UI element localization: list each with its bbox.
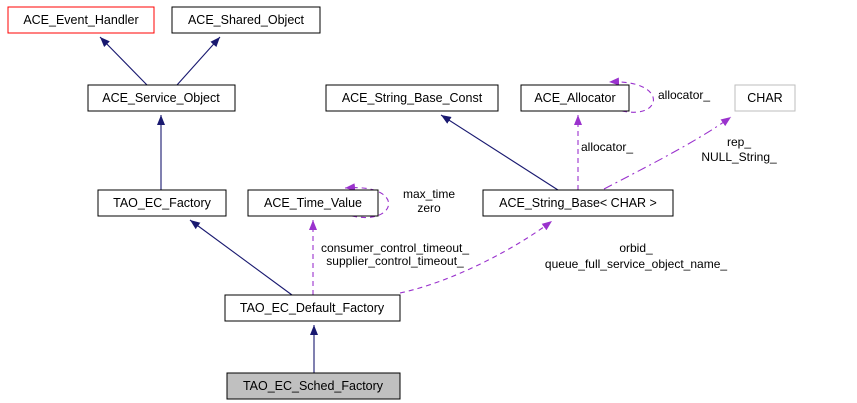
node-tao-ec-sched-factory-box[interactable] bbox=[226, 372, 401, 400]
edge-label-rep-line2: NULL_String_ bbox=[701, 150, 777, 164]
node-ace-time-value[interactable]: ACE_Time_Value bbox=[247, 189, 379, 217]
node-ace-shared-object[interactable]: ACE_Shared_Object bbox=[171, 6, 321, 34]
edge-service-object-to-shared-object bbox=[176, 36, 221, 86]
node-tao-ec-factory-label: TAO_EC_Factory bbox=[113, 196, 211, 210]
node-ace-allocator-box[interactable] bbox=[520, 84, 630, 112]
node-ace-string-base-const[interactable]: ACE_String_Base_Const bbox=[325, 84, 499, 112]
node-ace-string-base-const-box[interactable] bbox=[325, 84, 499, 112]
node-ace-event-handler[interactable]: ACE_Event_Handler bbox=[7, 6, 155, 34]
edge-label-orbid: orbid_ bbox=[619, 241, 653, 255]
node-tao-ec-default-factory-box[interactable] bbox=[224, 294, 401, 322]
node-ace-string-base-char-box[interactable] bbox=[482, 189, 674, 217]
edge-default-factory-to-string-base bbox=[399, 220, 553, 294]
node-ace-time-value-label: ACE_Time_Value bbox=[264, 196, 362, 210]
edge-label-rep-line1: rep_ bbox=[727, 135, 751, 149]
edge-service-object-to-event-handler bbox=[99, 36, 148, 86]
edge-label-allocator-self: allocator_ bbox=[658, 88, 710, 102]
node-tao-ec-default-factory-label: TAO_EC_Default_Factory bbox=[240, 301, 385, 315]
edge-label-zero: zero bbox=[417, 201, 441, 215]
node-char[interactable]: CHAR bbox=[734, 84, 796, 112]
node-tao-ec-factory[interactable]: TAO_EC_Factory bbox=[97, 189, 227, 217]
node-ace-time-value-box[interactable] bbox=[247, 189, 379, 217]
edge-label-consumer-control-timeout: consumer_control_timeout_ bbox=[321, 241, 469, 255]
edge-label-supplier-control-timeout: supplier_control_timeout_ bbox=[326, 254, 464, 268]
node-ace-event-handler-label: ACE_Event_Handler bbox=[23, 13, 138, 27]
node-tao-ec-sched-factory[interactable]: TAO_EC_Sched_Factory bbox=[226, 372, 401, 400]
edge-label-queue-full-service-object-name: queue_full_service_object_name_ bbox=[545, 257, 727, 271]
node-ace-shared-object-box[interactable] bbox=[171, 6, 321, 34]
edge-default-factory-to-ec-factory bbox=[189, 219, 293, 296]
node-tao-ec-factory-box[interactable] bbox=[97, 189, 227, 217]
node-ace-service-object-label: ACE_Service_Object bbox=[102, 91, 220, 105]
node-tao-ec-sched-factory-label: TAO_EC_Sched_Factory bbox=[243, 379, 384, 393]
node-ace-allocator[interactable]: ACE_Allocator bbox=[520, 84, 630, 112]
edge-allocator-self-loop bbox=[608, 77, 654, 113]
node-ace-service-object-box[interactable] bbox=[87, 84, 236, 112]
node-ace-string-base-const-label: ACE_String_Base_Const bbox=[342, 91, 483, 105]
node-char-label: CHAR bbox=[747, 91, 782, 105]
node-ace-string-base-char[interactable]: ACE_String_Base< CHAR > bbox=[482, 189, 674, 217]
edge-label-max-time: max_time bbox=[403, 187, 455, 201]
node-char-box[interactable] bbox=[734, 84, 796, 112]
edge-time-value-self-loop bbox=[344, 183, 389, 218]
node-ace-shared-object-label: ACE_Shared_Object bbox=[188, 13, 305, 27]
node-ace-event-handler-box[interactable] bbox=[7, 6, 155, 34]
edge-string-base-to-string-base-const bbox=[440, 114, 559, 191]
node-ace-service-object[interactable]: ACE_Service_Object bbox=[87, 84, 236, 112]
edge-label-allocator-member: allocator_ bbox=[581, 140, 633, 154]
node-ace-string-base-char-label: ACE_String_Base< CHAR > bbox=[499, 196, 657, 210]
node-ace-allocator-label: ACE_Allocator bbox=[534, 91, 615, 105]
node-tao-ec-default-factory[interactable]: TAO_EC_Default_Factory bbox=[224, 294, 401, 322]
